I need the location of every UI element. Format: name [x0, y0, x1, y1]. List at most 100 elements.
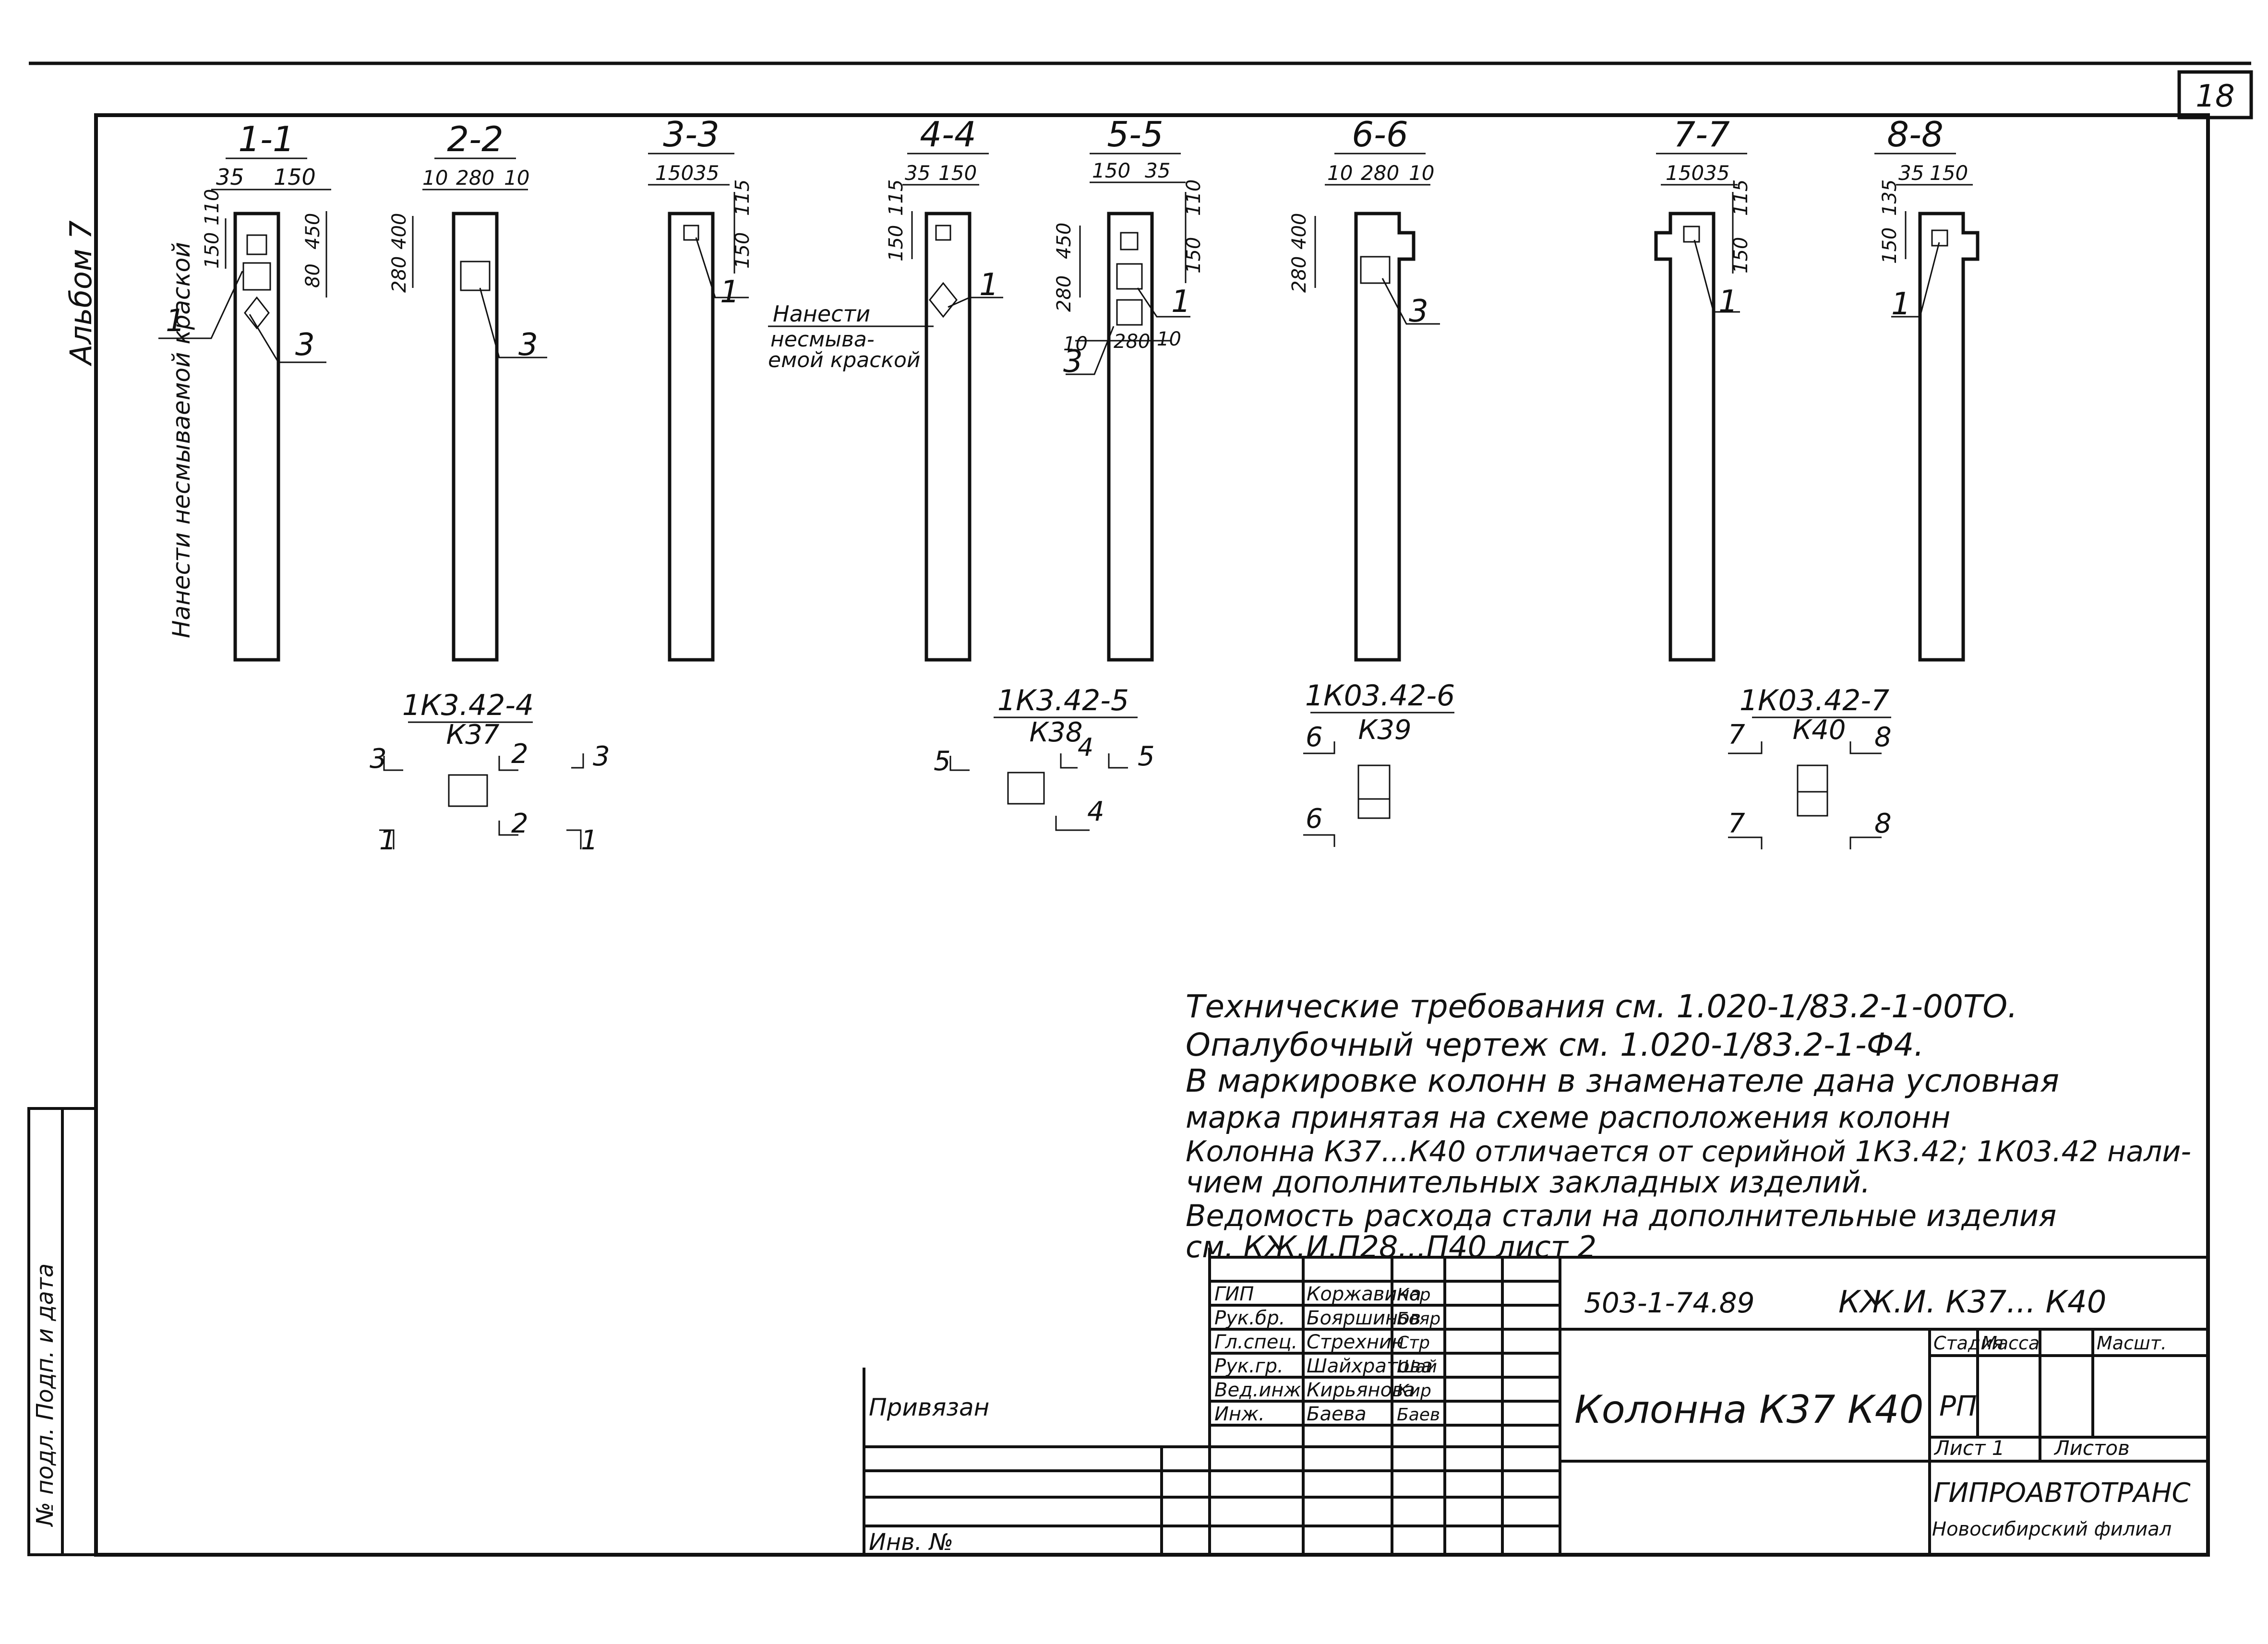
- paint-note-line: емой краской: [768, 348, 921, 372]
- person-name: Шайхратова: [1307, 1355, 1433, 1377]
- dim-text: 10: [504, 166, 529, 190]
- callout-1: 1: [1891, 286, 1911, 322]
- side-stamp: № подл. Подп. и дата: [27, 1107, 97, 1556]
- embed-plate: [935, 225, 951, 241]
- cut-label: 5: [934, 746, 951, 777]
- dim-text: 115: [732, 179, 754, 216]
- section-label: 4-4: [920, 114, 976, 155]
- marking-diamond: [929, 282, 958, 318]
- column-body: [1654, 212, 1716, 662]
- dim-text: 10: [1327, 161, 1353, 185]
- callout-3: 3: [1063, 344, 1083, 380]
- person-name: Коржавина: [1307, 1283, 1421, 1305]
- embed-plate: [1116, 299, 1143, 326]
- dim-text: 400: [388, 213, 410, 250]
- embed-plate: [1116, 263, 1143, 290]
- dim-text: 280: [1288, 256, 1310, 293]
- dim-text: 280: [1053, 275, 1075, 312]
- dim-text: 115: [885, 179, 907, 216]
- doc-code: 503-1-74.89: [1584, 1287, 1755, 1319]
- note-line: Колонна К37...К40 отличается от серийной…: [1186, 1135, 2191, 1168]
- embed-plate: [246, 234, 267, 255]
- signature: Бояр: [1397, 1309, 1440, 1329]
- paint-note-line: Нанести: [773, 301, 870, 327]
- stage-header: Стадия: [1933, 1333, 2004, 1354]
- section-label: 5-5: [1107, 114, 1164, 155]
- dim-text: 150: [274, 164, 316, 190]
- role-label: Рук.бр.: [1214, 1307, 1285, 1329]
- dim-text: 10: [1409, 161, 1434, 185]
- cut-label: 3: [593, 741, 610, 772]
- section-4-4: 4-4 35 150 150 115 1 Нанести несмыва- ем…: [768, 114, 1003, 662]
- note-line: Опалубочный чертеж см. 1.020-1/83.2-1-Ф4…: [1186, 1026, 1924, 1063]
- cut-label: 7: [1728, 719, 1745, 751]
- cut-label: 2: [511, 808, 528, 839]
- cut-label: 8: [1874, 722, 1892, 753]
- mark-code: К37: [446, 719, 499, 751]
- role-label: Инж.: [1214, 1403, 1265, 1425]
- dim-text: 35: [1704, 161, 1729, 185]
- mark-k39: 1К03.42-6 К39 6 6: [1303, 679, 1455, 847]
- dim-text: 280: [1114, 331, 1150, 353]
- column-body: [233, 212, 280, 662]
- mark-k38: 1К3.42-5 К38 5 4 5 4: [934, 684, 1155, 831]
- dim-text: 115: [1730, 179, 1752, 216]
- cut-label: 5: [1138, 741, 1155, 772]
- person-name: Стрехнин: [1307, 1331, 1404, 1353]
- dim-text: 280: [1361, 161, 1399, 185]
- mass-header: Масса: [1981, 1333, 2040, 1354]
- dim-text: 150: [1730, 237, 1752, 274]
- sheet-number-box: [2177, 70, 2253, 119]
- note-line: Ведомость расхода стали на дополнительны…: [1186, 1198, 2056, 1233]
- signature: Стр: [1397, 1333, 1430, 1353]
- callout-3: 3: [295, 327, 315, 363]
- person-name: Бояршинов: [1307, 1307, 1421, 1329]
- dim-text: 35: [1898, 161, 1924, 185]
- section-2-2: 2-2 10 280 10 280 400 3: [388, 119, 547, 662]
- callout-3: 3: [518, 327, 538, 363]
- embed-plate: [1360, 256, 1391, 284]
- note-line: В маркировке колонн в знаменателе дана у…: [1186, 1062, 2059, 1099]
- branch: Новосибирский филиал: [1932, 1518, 2172, 1540]
- sheets-header: Листов: [2053, 1436, 2130, 1460]
- dim-text: 35: [905, 161, 930, 185]
- side-stamp-text: № подл. Подп. и дата: [32, 1263, 59, 1527]
- cut-label: 6: [1306, 803, 1323, 834]
- section-label: 6-6: [1352, 114, 1408, 155]
- dim-text: 35: [1145, 159, 1170, 182]
- column-plan: [1007, 772, 1045, 805]
- section-5-5: 5-5 150 35 280 450 110 150 1 10 280 10 3: [1053, 114, 1205, 662]
- dim-text: 135: [1879, 179, 1901, 216]
- inventory-label: Инв. №: [869, 1529, 953, 1556]
- section-label: 8-8: [1887, 114, 1944, 155]
- cut-label: 8: [1874, 808, 1892, 839]
- dim-text: 450: [1053, 223, 1075, 259]
- dim-text: 150: [1930, 161, 1968, 185]
- column-plan: [448, 774, 488, 807]
- series-code: 1К3.42-4: [402, 689, 534, 722]
- dim-text: 110: [1183, 179, 1205, 216]
- embed-plate: [242, 262, 271, 291]
- cut-label: 1: [581, 825, 598, 856]
- note-line: марка принятая на схеме расположения кол…: [1186, 1100, 1951, 1135]
- note-line: чием дополнительных закладных изделий.: [1186, 1165, 1871, 1200]
- dim-text: 150: [938, 161, 977, 185]
- marking-diamond: [244, 296, 270, 330]
- mark-k40: 1К03.42-7 К40 7 8 7 8: [1728, 684, 1892, 849]
- series-code: 1К3.42-5: [997, 684, 1129, 717]
- section-3-3: 3-3 150 35 115 150 1: [648, 114, 754, 662]
- embed-plate: [1120, 232, 1139, 250]
- section-label: 2-2: [447, 119, 504, 159]
- embed-plate: [460, 261, 491, 291]
- column-body: [1354, 212, 1416, 662]
- dim-text: 400: [1288, 213, 1310, 250]
- role-label: Гл.спец.: [1214, 1331, 1297, 1353]
- dim-text: 150: [1183, 237, 1205, 274]
- callout-1: 1: [720, 274, 740, 310]
- mark-code: К38: [1029, 717, 1082, 748]
- section-6-6: 6-6 10 280 10 280 400 3: [1288, 114, 1440, 662]
- doc-mark: КЖ.И. К37... К40: [1838, 1285, 2106, 1320]
- dim-text: 80: [302, 263, 324, 288]
- column-body: [1107, 212, 1154, 662]
